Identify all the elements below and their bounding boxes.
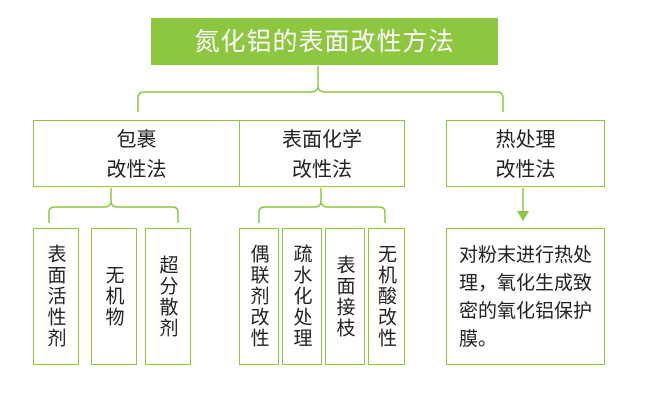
category-line-2: 改性法 xyxy=(292,156,352,181)
method-hyperdispersant: 超分散剂 xyxy=(145,228,191,365)
category-coating-modification: 包裹 改性法 xyxy=(33,120,240,187)
diagram-title: 氮化铝的表面改性方法 xyxy=(151,18,498,65)
method-inorganic: 无机物 xyxy=(91,228,137,365)
category-line-1: 表面化学 xyxy=(282,126,362,151)
category-line-2: 改性法 xyxy=(495,156,556,181)
method-grafting: 表面接枝 xyxy=(325,228,365,365)
arrow-down-icon xyxy=(517,211,529,221)
category-surface-chemical-modification: 表面化学 改性法 xyxy=(239,120,405,187)
category-line-1: 热处理 xyxy=(495,126,556,151)
method-inorganic-acid: 无机酸改性 xyxy=(368,228,405,365)
method-coupling-agent: 偶联剂改性 xyxy=(239,228,279,365)
description-text: 对粉末进行热处理，氧化生成致密的氧化铝保护膜。 xyxy=(459,243,593,350)
heat-treatment-description: 对粉末进行热处理，氧化生成致密的氧化铝保护膜。 xyxy=(446,228,605,365)
method-surfactant: 表面活性剂 xyxy=(33,228,79,365)
category-heat-treatment-modification: 热处理 改性法 xyxy=(446,120,605,187)
method-hydrophobic: 疏水化处理 xyxy=(282,228,322,365)
category-line-2: 改性法 xyxy=(106,156,167,181)
category-line-1: 包裹 xyxy=(116,126,157,151)
